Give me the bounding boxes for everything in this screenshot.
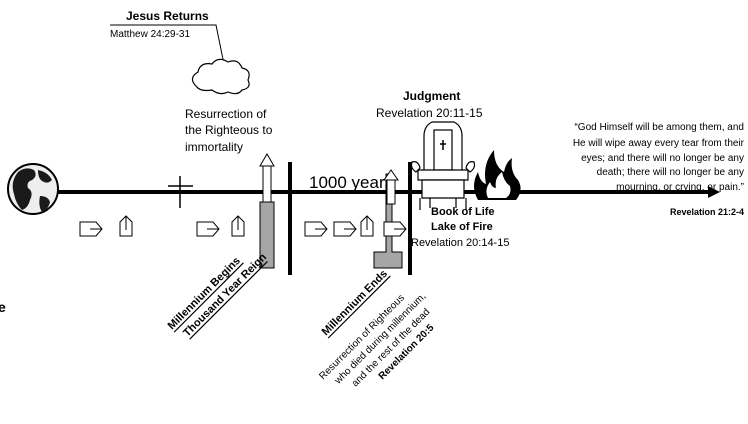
quote-line-1: “God Himself will be among them, and xyxy=(574,122,744,133)
fire-icon xyxy=(474,150,521,200)
quote-line-5: mourning, or crying, or pain.” xyxy=(616,182,744,193)
cross-icon xyxy=(168,176,193,208)
jesus-returns-reference: Matthew 24:29-31 xyxy=(110,29,190,40)
timeline-arrowhead xyxy=(708,186,720,198)
millennium-begins-group: Millennium Begins Thousand Year Reign xyxy=(166,251,269,340)
jesus-returns-leader xyxy=(110,24,227,75)
judgment-title: Judgment xyxy=(403,89,460,103)
up-arrow-icon xyxy=(360,215,374,237)
resurrection-righteous-line-2: the Righteous to xyxy=(185,123,273,137)
throne-icon xyxy=(410,121,476,210)
up-arrow-icon xyxy=(231,215,245,237)
millennium-ends-group: Millennium Ends xyxy=(320,268,391,339)
quote-block: “God Himself will be among them, and He … xyxy=(573,122,745,193)
second-resurrection-arrow xyxy=(373,169,403,269)
quote-line-3: eyes; and there will no longer be any xyxy=(581,153,744,164)
judgment-reference: Revelation 20:11-15 xyxy=(376,106,483,120)
millennium-duration-label: 1000 years xyxy=(309,173,393,192)
cloud-icon xyxy=(191,58,250,95)
right-arrow-icon xyxy=(79,221,103,237)
book-of-life-reference: Revelation 20:14-15 xyxy=(411,237,509,249)
right-arrow-icon xyxy=(196,221,220,237)
second-resurrection-text: Resurrection of Righteous who died durin… xyxy=(317,291,436,389)
globe-icon xyxy=(7,163,59,215)
book-of-life-label: Book of Life xyxy=(431,206,495,218)
quote-line-2: He will wipe away every tear from their xyxy=(573,138,745,149)
quote-reference: Revelation 21:2-4 xyxy=(670,207,744,217)
quote-line-4: death; there will no longer be any xyxy=(597,167,744,178)
jesus-returns-title: Jesus Returns xyxy=(126,9,209,23)
lake-of-fire-label: Lake of Fire xyxy=(431,221,493,233)
timeline-event-icons xyxy=(79,215,407,237)
resurrection-righteous-line-3: immortality xyxy=(185,140,243,154)
resurrection-righteous-line-1: Resurrection of xyxy=(185,107,267,121)
right-arrow-icon xyxy=(333,221,357,237)
up-arrow-icon xyxy=(119,215,133,237)
first-resurrection-bar xyxy=(259,153,275,269)
right-arrow-icon xyxy=(383,221,407,237)
left-edge-fragment: e xyxy=(0,299,6,315)
right-arrow-icon xyxy=(304,221,328,237)
